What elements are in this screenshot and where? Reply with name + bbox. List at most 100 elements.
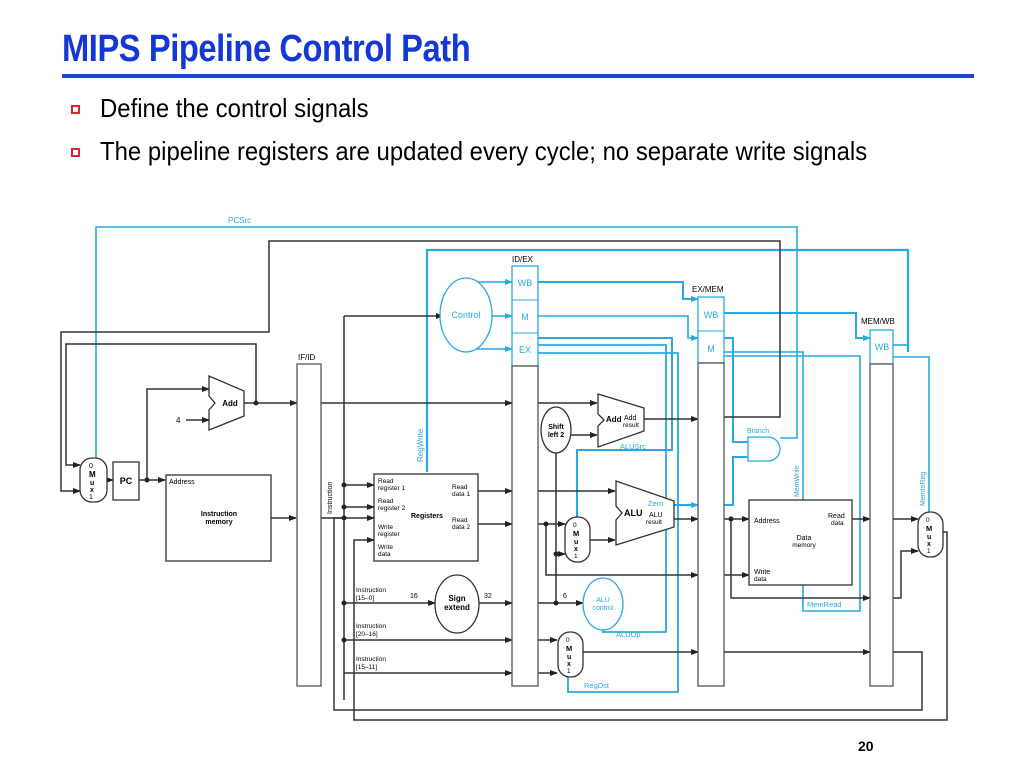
- svg-text:0: 0: [573, 522, 577, 529]
- pc-to-add: [146, 386, 210, 480]
- svg-text:1: 1: [927, 548, 931, 555]
- svg-text:ALUSrc: ALUSrc: [620, 442, 646, 451]
- svg-text:1: 1: [567, 668, 571, 675]
- svg-text:[20–16]: [20–16]: [356, 631, 378, 638]
- svg-text:IF/ID: IF/ID: [298, 353, 316, 362]
- pc-register: PC: [112, 461, 140, 501]
- branch-target-return: [60, 240, 781, 494]
- svg-text:Address: Address: [754, 518, 780, 525]
- zero-to-branch-wire: [724, 456, 748, 506]
- svg-text:data: data: [378, 551, 391, 558]
- svg-text:ALUOp: ALUOp: [616, 630, 641, 639]
- svg-text:Read: Read: [378, 498, 394, 505]
- svg-text:data: data: [831, 520, 844, 527]
- title-underline: [62, 74, 974, 78]
- svg-text:Data: Data: [797, 535, 812, 542]
- memwrite-wire: [724, 351, 804, 500]
- svg-text:x: x: [574, 546, 578, 553]
- data-wires: [60, 240, 948, 721]
- svg-text:M: M: [521, 312, 529, 322]
- instruction-field-labels: Instruction [15–0] Instruction [20–16] I…: [356, 587, 567, 671]
- svg-text:Control: Control: [451, 310, 480, 320]
- shift-left-2: Shift left 2: [540, 406, 572, 454]
- svg-text:M: M: [926, 524, 932, 533]
- alu: ALU Zero ALU result: [615, 480, 675, 546]
- write-data-return: [353, 531, 948, 721]
- memtoreg-wire: [893, 356, 930, 512]
- svg-text:MemRead: MemRead: [807, 600, 842, 609]
- svg-text:1: 1: [574, 553, 578, 560]
- svg-text:data 1: data 1: [452, 491, 470, 498]
- svg-text:WB: WB: [704, 310, 719, 320]
- ex-mem-register: EX/MEM WB M: [692, 285, 725, 687]
- svg-text:WB: WB: [518, 278, 533, 288]
- svg-text:ALU: ALU: [596, 597, 610, 604]
- readdata2-branch: [545, 524, 699, 578]
- svg-text:Instruction: Instruction: [201, 511, 237, 518]
- svg-text:result: result: [623, 422, 639, 429]
- sign-extend: Sign extend: [434, 574, 480, 634]
- svg-text:Branch: Branch: [747, 428, 769, 435]
- svg-text:Write: Write: [378, 524, 393, 531]
- instruction-memory: Address Instruction memory: [165, 474, 272, 562]
- pcsrc-wire: [95, 226, 798, 458]
- svg-text:32: 32: [484, 593, 492, 600]
- svg-text:M: M: [707, 344, 715, 354]
- svg-text:register: register: [378, 531, 401, 538]
- svg-text:memory: memory: [205, 519, 232, 526]
- write-register-return: [333, 515, 923, 711]
- svg-text:[15–0]: [15–0]: [356, 595, 374, 602]
- regwrite-label: RegWrite: [416, 428, 425, 462]
- svg-text:6: 6: [563, 593, 567, 600]
- svg-text:left 2: left 2: [548, 432, 564, 439]
- svg-text:Shift: Shift: [548, 424, 564, 431]
- data-memory: Address Read data Data memory Write data…: [748, 499, 853, 609]
- register-file: Read register 1 Read register 2 Write re…: [373, 473, 479, 562]
- bullet-text: The pipeline registers are updated every…: [100, 136, 868, 166]
- svg-text:register 1: register 1: [378, 485, 405, 492]
- svg-text:x: x: [567, 661, 571, 668]
- alusrc-wire: [538, 337, 673, 518]
- branch-and-gate: Branch: [747, 428, 781, 462]
- svg-text:[15–11]: [15–11]: [356, 664, 377, 671]
- svg-text:ID/EX: ID/EX: [512, 255, 534, 264]
- svg-text:Read: Read: [828, 513, 845, 520]
- svg-text:Sign: Sign: [448, 594, 465, 603]
- svg-text:0: 0: [926, 517, 930, 524]
- idex-m-to-exmem-m: [538, 315, 699, 341]
- svg-text:Write: Write: [378, 544, 393, 551]
- svg-text:x: x: [927, 541, 931, 548]
- alu-src-mux: 0 M u x 1: [564, 516, 591, 563]
- svg-text:M: M: [89, 470, 96, 479]
- svg-text:u: u: [927, 534, 931, 541]
- svg-text:Read: Read: [452, 517, 468, 524]
- svg-text:WB: WB: [875, 342, 890, 352]
- junction-dots: [144, 400, 734, 643]
- page-number: 20: [858, 738, 874, 754]
- svg-text:Instruction: Instruction: [356, 656, 386, 663]
- svg-text:u: u: [567, 654, 571, 661]
- regwrite-return-wire: [425, 248, 910, 472]
- pcsrc-label: PCSrc: [228, 216, 251, 225]
- svg-text:Zero: Zero: [648, 499, 663, 508]
- alu-control: ALU control ALUOp: [582, 577, 641, 639]
- svg-text:16: 16: [410, 593, 418, 600]
- svg-text:0: 0: [89, 463, 93, 470]
- mem-to-reg-mux: 0 M u x 1: [917, 511, 944, 558]
- svg-text:Add: Add: [606, 415, 622, 424]
- svg-text:u: u: [574, 539, 578, 546]
- svg-text:Registers: Registers: [411, 513, 443, 520]
- branch-adder: Add Add result ALUSrc: [597, 393, 646, 451]
- svg-text:EX: EX: [519, 345, 531, 355]
- bullet-item: The pipeline registers are updated every…: [68, 135, 988, 168]
- svg-text:Instruction: Instruction: [356, 623, 386, 630]
- svg-text:u: u: [90, 480, 94, 487]
- svg-text:1: 1: [89, 494, 93, 501]
- svg-text:Write: Write: [754, 569, 770, 576]
- svg-text:Instruction: Instruction: [327, 482, 334, 514]
- svg-text:data: data: [754, 576, 767, 583]
- reg-dst-mux: 0 M u x 1 RegDst: [557, 631, 610, 690]
- id-ex-register: ID/EX WB M EX: [511, 255, 539, 687]
- svg-text:EX/MEM: EX/MEM: [692, 285, 724, 294]
